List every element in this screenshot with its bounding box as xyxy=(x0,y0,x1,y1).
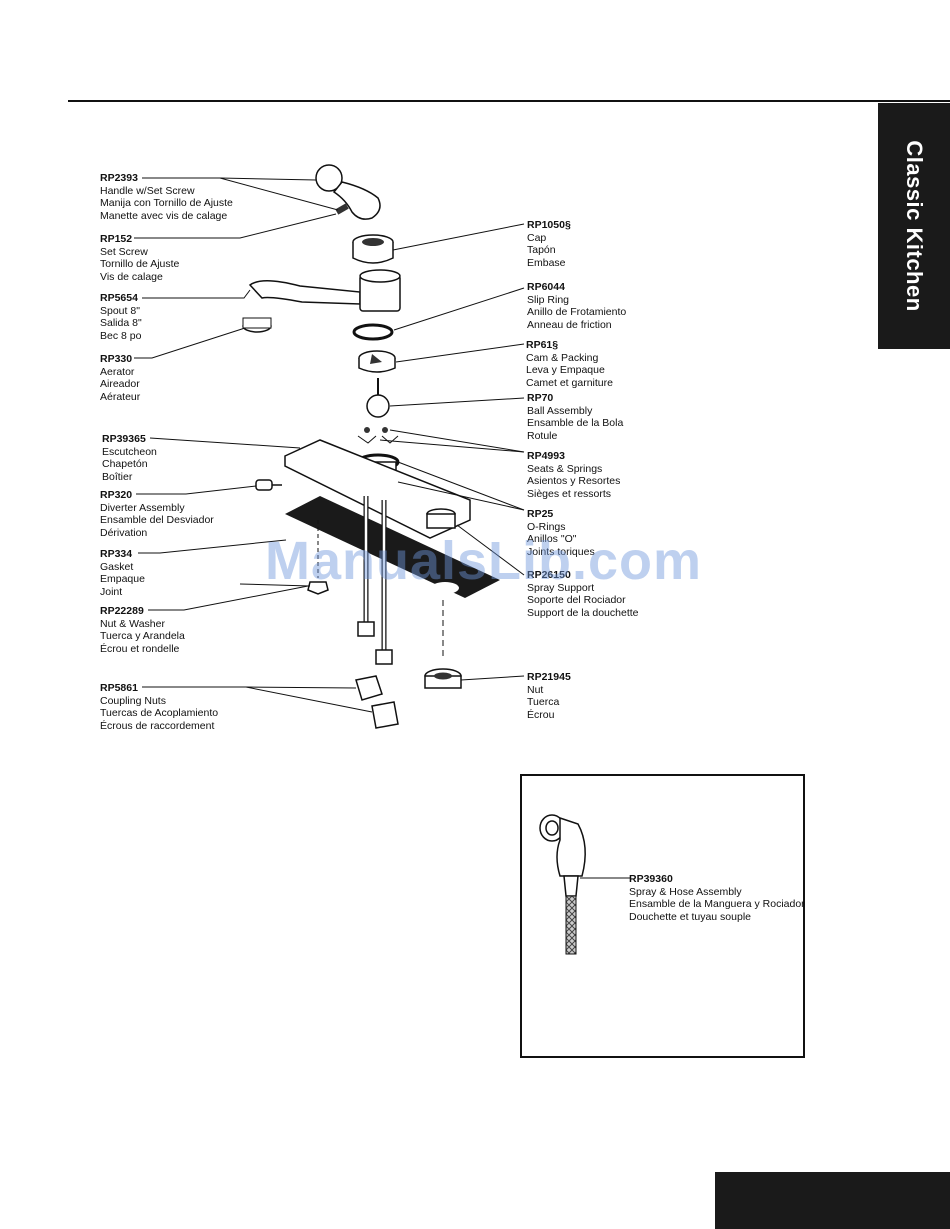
label-coupling-nuts: RP5861 Coupling Nuts Tuercas de Acoplami… xyxy=(100,682,219,732)
label-nut: RP21945 Nut Tuerca Écrou xyxy=(527,671,571,721)
gasket-hole xyxy=(431,582,459,594)
cap-part xyxy=(352,234,394,264)
nut-washer-part xyxy=(307,520,329,595)
spray-hose-inset: RP39360 Spray & Hose Assembly Ensamble d… xyxy=(520,774,805,1058)
page-number-tab xyxy=(715,1172,950,1229)
set-screw-part xyxy=(335,203,349,215)
leader-lines-left xyxy=(134,177,373,713)
section-tab: Classic Kitchen xyxy=(878,103,950,349)
watermark: ManualsLib.com xyxy=(265,531,703,591)
label-o-rings: RP25 O-Rings Anillos "O" Joints toriques xyxy=(527,508,595,558)
label-ball-assembly: RP70 Ball Assembly Ensamble de la Bola R… xyxy=(527,392,624,442)
label-aerator: RP330 Aerator Aireador Aérateur xyxy=(100,353,141,403)
spray-hose-illustration xyxy=(539,814,586,955)
gasket-part xyxy=(285,496,500,598)
top-rule xyxy=(68,100,950,102)
leader-lines-right xyxy=(379,223,525,681)
escutcheon-part xyxy=(284,439,471,539)
slip-ring-part xyxy=(352,323,394,341)
label-gasket: RP334 Gasket Empaque Joint xyxy=(100,548,145,598)
label-spray-hose: RP39360 Spray & Hose Assembly Ensamble d… xyxy=(629,873,805,923)
label-escutcheon: RP39365 Escutcheon Chapetón Boîtier xyxy=(102,433,157,483)
label-seats-springs: RP4993 Seats & Springs Asientos y Resort… xyxy=(527,450,621,500)
label-diverter: RP320 Diverter Assembly Ensamble del Des… xyxy=(100,489,214,539)
cam-part xyxy=(358,350,396,373)
label-cam-packing: RP61§ Cam & Packing Leva y Empaque Camet… xyxy=(526,339,613,389)
handle-part xyxy=(315,164,381,220)
spray-nut-part xyxy=(424,600,462,689)
spout-part xyxy=(248,269,401,312)
aerator-part xyxy=(242,317,272,333)
label-spout: RP5654 Spout 8" Salida 8" Bec 8 po xyxy=(100,292,142,342)
label-handle: RP2393 Handle w/Set Screw Manija con Tor… xyxy=(100,172,233,222)
diverter-part xyxy=(255,479,282,491)
label-set-screw: RP152 Set Screw Tornillo de Ajuste Vis d… xyxy=(100,233,180,283)
supply-tubes xyxy=(357,496,393,665)
seats-springs-part xyxy=(357,427,399,444)
ball-part xyxy=(366,378,390,418)
spray-leader-line xyxy=(580,877,630,879)
label-slip-ring: RP6044 Slip Ring Anillo de Frotamiento A… xyxy=(527,281,627,331)
label-nut-washer: RP22289 Nut & Washer Tuerca y Arandela É… xyxy=(100,605,185,655)
label-spray-support: RP26150 Spray Support Soporte del Rociad… xyxy=(527,569,639,619)
spray-support-part xyxy=(426,508,456,529)
label-cap: RP1050§ Cap Tapón Embase xyxy=(527,219,571,269)
coupling-nuts-part xyxy=(355,675,399,729)
